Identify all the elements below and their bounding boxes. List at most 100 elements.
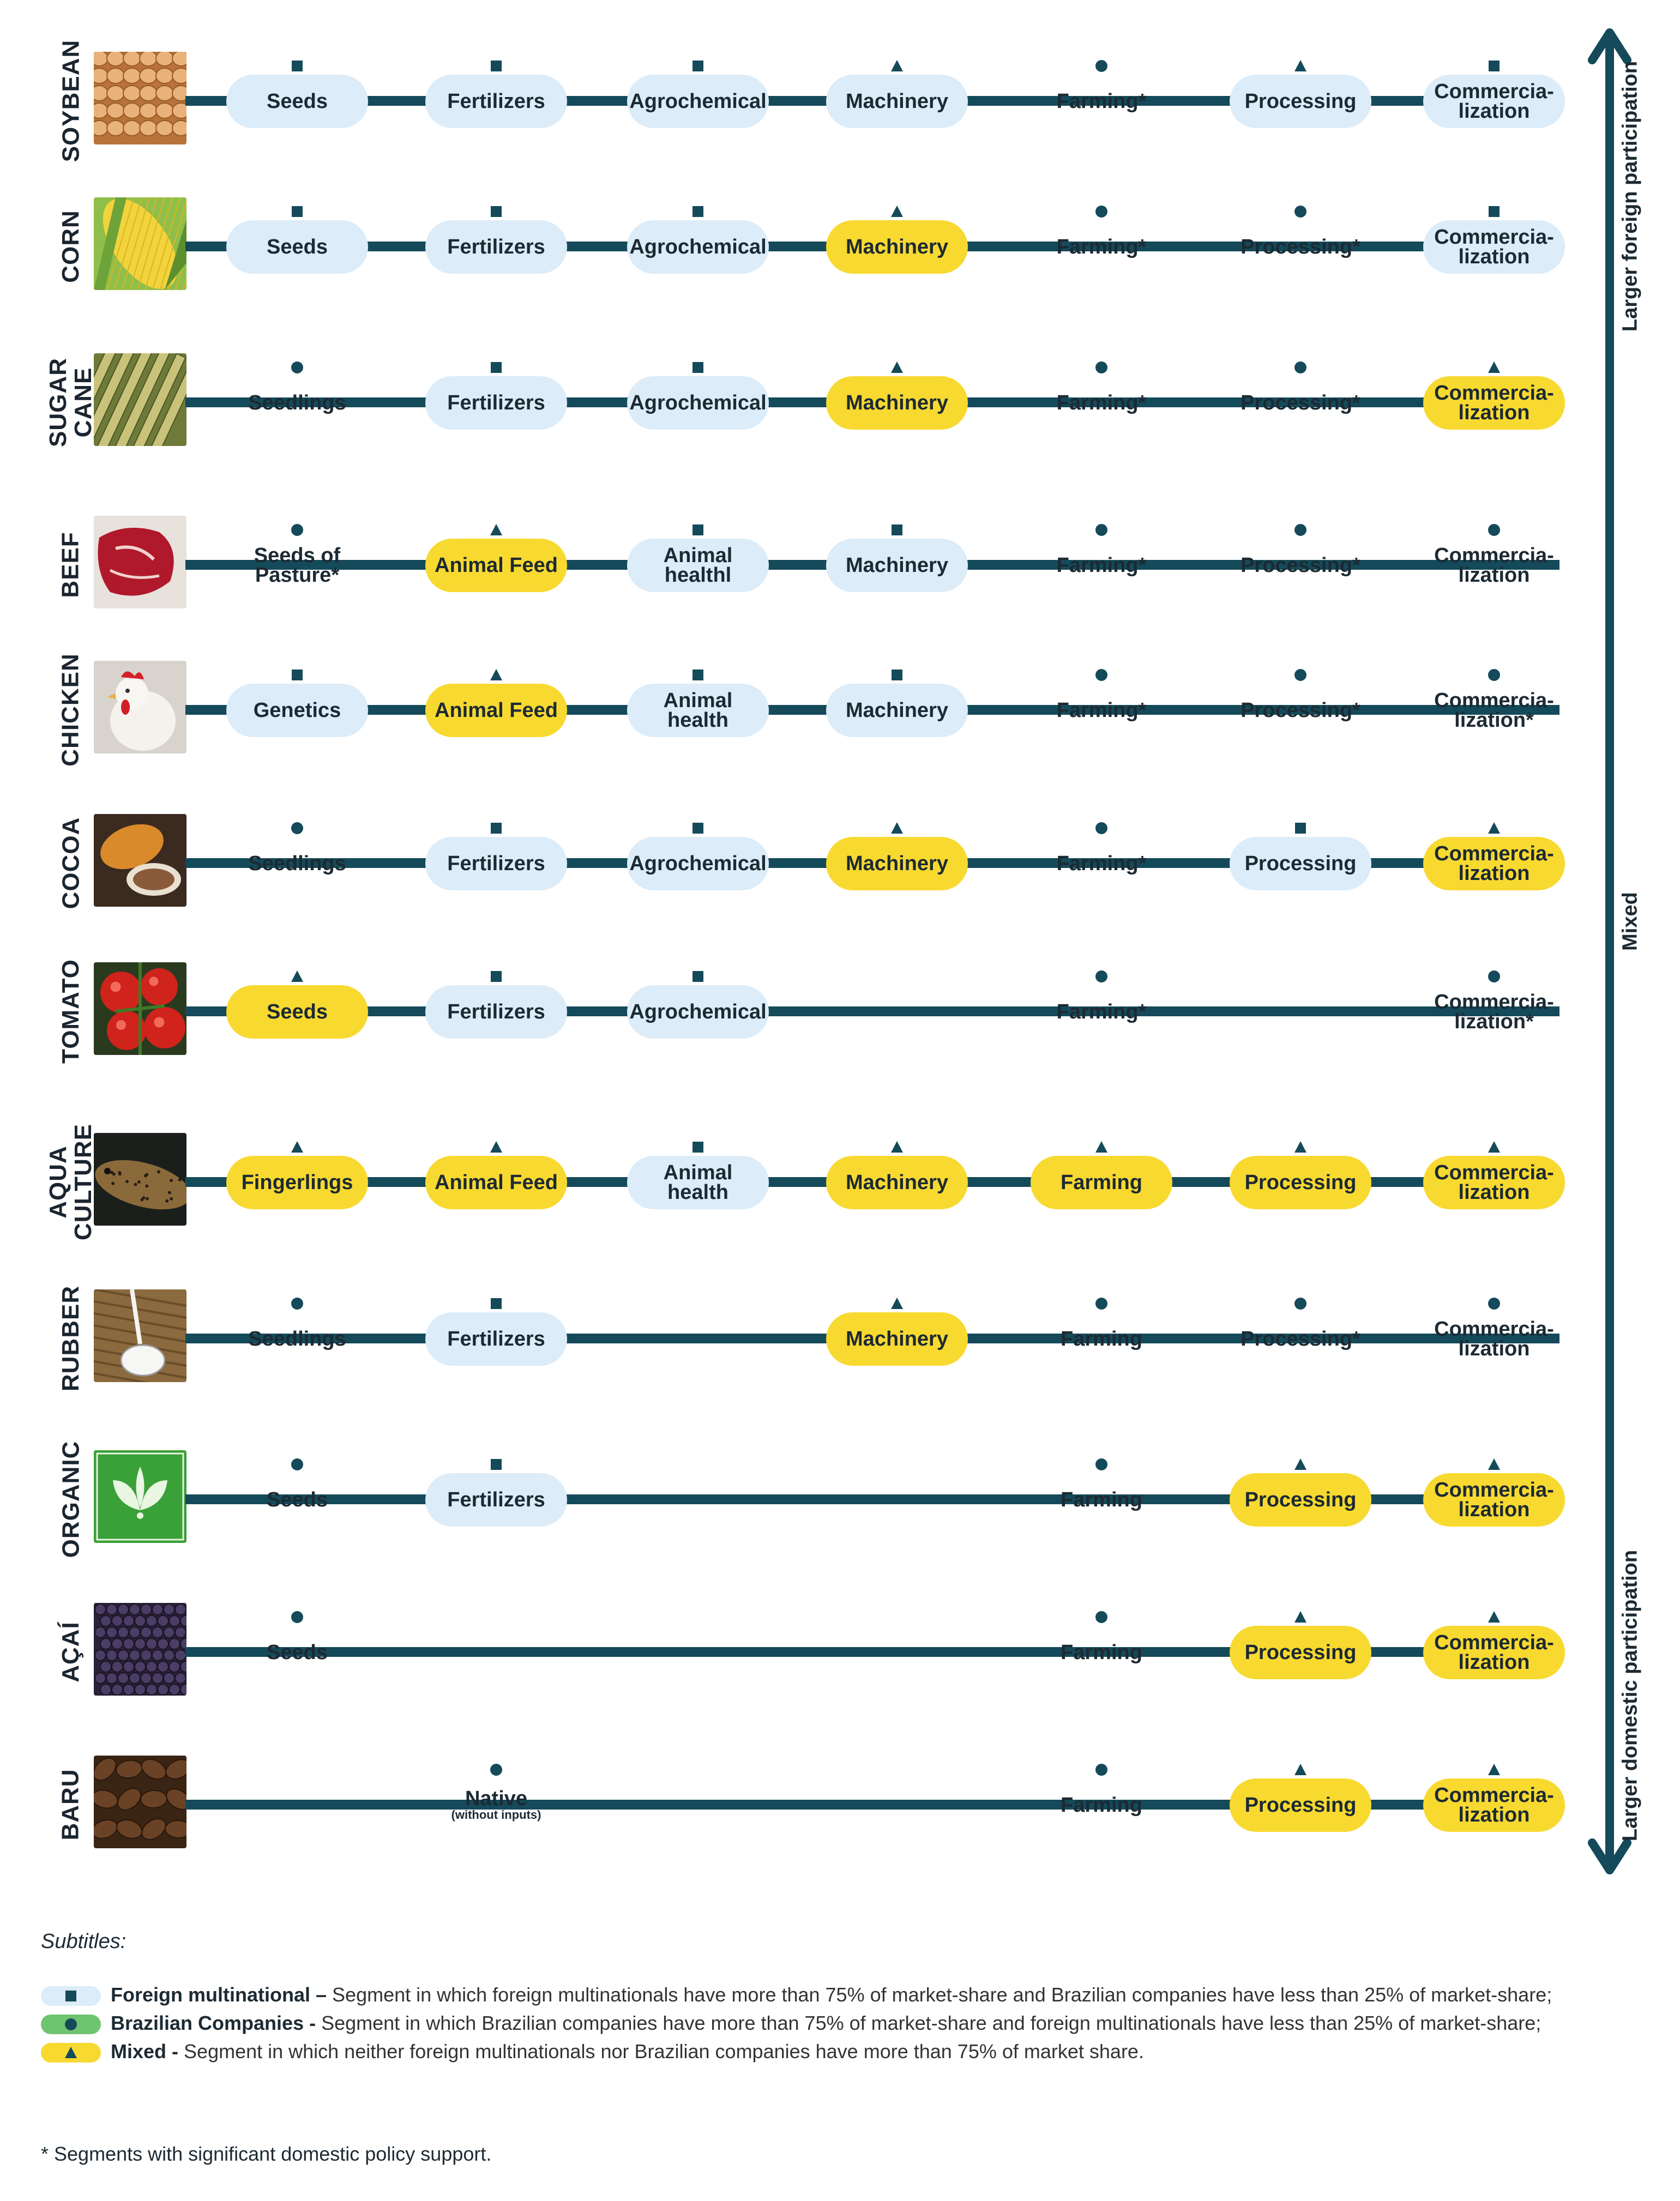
segment-label: Animal Feed [435,554,558,577]
segment-farming: Farming* [1031,684,1172,737]
square-marker [691,822,704,835]
circle-marker [1294,523,1307,536]
circle-icon [1095,60,1107,72]
row-label-text: COCOA [57,817,84,909]
segment-label: Commercia- [1434,1318,1554,1341]
circle-marker [1488,970,1501,983]
circle-marker [291,361,304,374]
square-icon [491,1298,502,1309]
segment-label: Processing* [1241,391,1360,414]
square-icon [491,971,502,982]
circle-icon [1095,524,1107,536]
row-label-text: CHICKEN [57,653,84,766]
segment-label: Fertilizers [447,391,545,414]
square-marker [490,205,503,218]
segment-label: health [667,709,728,732]
participation-axis [1581,22,1658,1881]
footnote: * Segments with significant domestic pol… [41,2143,492,2165]
square-marker [890,668,904,682]
row-label-text: RUBBER [57,1285,85,1392]
circle-icon [291,822,303,834]
triangle-marker [890,59,904,73]
segment-label: Fertilizers [447,1000,545,1023]
circle-marker [1294,361,1307,374]
triangle-marker [1488,1458,1501,1471]
square-marker [691,523,704,536]
triangle-marker [890,1141,904,1154]
row-photo [94,1756,186,1848]
circle-icon [291,1458,303,1470]
legend-separator: - [304,2012,322,2034]
segment-machinery: Machinery [826,684,968,737]
circle-icon [1294,206,1306,218]
circle-icon [291,1611,303,1623]
triangle-icon [891,1141,903,1153]
legend-description: Segment in which foreign multinationals … [332,1983,1552,2006]
segment-seedlings: Seedlings [226,376,368,430]
triangle-icon [291,1141,303,1153]
segment-commercia-lization: Commercia-lization [1423,837,1565,890]
segment-label: Machinery [846,90,948,113]
triangle-icon [490,524,502,535]
row-label-line: RUBBER [57,1285,85,1392]
square-marker [1488,205,1501,218]
square-icon [491,61,502,71]
segment-farming: Farming [1031,1156,1172,1209]
segment-commercia-lization: Commercia-lization [1423,1778,1565,1832]
segment-label: Animal Feed [435,1171,558,1194]
segment-seeds: Seeds [226,1473,368,1527]
segment-commercia-lization: Commercia-lization [1423,1156,1565,1209]
row-label-text: ORGANIC [57,1441,84,1558]
segment-farming: Farming [1031,1778,1172,1832]
segment-label: Commercia- [1434,80,1554,103]
segment-label: Seedlings [248,391,346,414]
segment-commercia-lization: Commercia-lization [1423,1473,1565,1527]
triangle-icon [891,206,903,217]
square-icon [1489,206,1500,217]
segment-label: Farming [1061,1328,1142,1350]
row-photo [94,516,186,608]
circle-marker [1095,1297,1108,1310]
triangle-icon [1488,1764,1500,1775]
segment-farming: Farming* [1031,75,1172,128]
row-label-line: BARU [57,1769,84,1841]
segment-commercia-lization: Commercia-lization [1423,220,1565,274]
segment-farming: Farming* [1031,539,1172,592]
segment-seeds: Seeds [226,1626,368,1679]
legend-name: Foreign multinational [111,1983,310,2006]
row-photo [94,1133,186,1226]
circle-icon [1294,1298,1306,1310]
circle-icon [1095,822,1107,834]
circle-icon [1095,206,1107,218]
square-icon [491,823,502,834]
soybean-photo [94,52,186,144]
segment-label: Farming* [1056,554,1147,577]
segment-label: Agrochemical [629,90,767,113]
rubber-photo [94,1289,186,1382]
segment-label: lization* [1454,1010,1534,1033]
segment-fertilizers: Fertilizers [425,1312,567,1366]
square-marker [691,1141,704,1154]
row-label-text: AÇAÍ [57,1621,84,1683]
segment-label: Processing [1244,1794,1357,1817]
axis-top-label: Larger foreign participation [1618,61,1642,332]
segment-genetics: Genetics [226,684,368,737]
circle-icon [1294,361,1306,373]
square-icon [892,670,902,680]
segment-machinery: Machinery [826,539,968,592]
row-label-line: SUGAR [45,358,71,447]
triangle-marker [490,1141,503,1154]
segment-agrochemical: Agrochemical [627,75,769,128]
square-marker [691,59,704,73]
segment-commercia-lization: Commercia-lization [1423,539,1565,592]
segment-machinery: Machinery [826,75,968,128]
segment-label: Machinery [846,1171,948,1194]
square-marker [490,970,503,983]
circle-marker [291,1458,304,1471]
